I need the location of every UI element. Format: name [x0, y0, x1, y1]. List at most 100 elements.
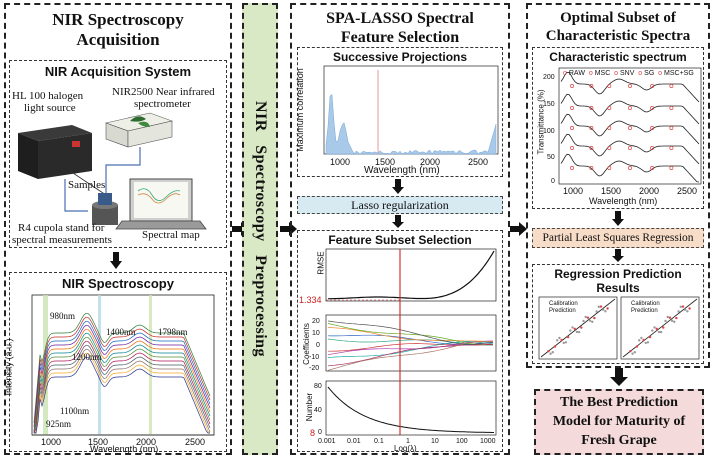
regression-point: [645, 342, 647, 344]
acquisition-system-box: NIR Acquisition System HL 100 halogen li…: [9, 60, 227, 248]
regression-point: [682, 305, 684, 307]
char-marker: [608, 166, 611, 169]
best-model-line-1: The Best Prediction: [536, 393, 702, 412]
regression-point: [558, 337, 560, 339]
down-arrow-1: [110, 252, 122, 270]
nir-xlabel: Wavelength (nm): [90, 443, 158, 455]
down-arrow-4: [612, 211, 624, 227]
regression-point: [585, 316, 587, 318]
char-ytick-50: 50: [547, 152, 555, 164]
best-model-line-2: Model for Maturity of: [536, 412, 702, 431]
optimal-subset-panel: Optimal Subset of Characteristic Spectra…: [526, 3, 710, 368]
log-xlabel: Log(λ): [394, 443, 417, 455]
optimal-title-1: Optimal Subset of: [528, 10, 708, 27]
regression-point: [591, 321, 593, 323]
char-ytick-150: 150: [543, 99, 555, 111]
char-marker: [570, 84, 573, 87]
regression-point: [587, 317, 589, 319]
regression-point: [576, 331, 578, 333]
char-marker: [608, 146, 611, 149]
samples-label: Samples: [68, 179, 105, 191]
regression-point: [636, 345, 638, 347]
regression-point: [660, 331, 662, 333]
characteristic-spectrum-box: Characteristic spectrum o RAW o MSC o SN…: [532, 47, 704, 209]
char-marker: [570, 106, 573, 109]
peak-1200: 1200nm: [72, 351, 102, 363]
char-spectrum-line: [561, 94, 699, 124]
regression-point: [549, 353, 551, 355]
char-marker: [570, 146, 573, 149]
regression-point: [634, 351, 636, 353]
regression-point: [658, 331, 660, 333]
regression-point: [686, 310, 688, 312]
peak-1100: 1100nm: [60, 405, 89, 417]
char-marker: [608, 106, 611, 109]
regression-results-box: Regression Prediction Results Calibratio…: [532, 264, 704, 364]
lasso-box: Lasso regularization: [297, 196, 503, 214]
regression-point: [664, 320, 666, 322]
peak-980: 980nm: [50, 310, 75, 322]
log-xtick-1000: 1000: [480, 436, 496, 448]
regression-point: [656, 328, 658, 330]
preprocessing-label: NIR Spectroscopy Preprocessing: [251, 101, 269, 357]
lasso-plots: [298, 231, 504, 453]
regression-point: [642, 339, 644, 341]
optimal-title-2: Characteristic Spectra: [528, 28, 708, 45]
down-arrow-3: [392, 215, 404, 229]
feature-title-1: SPA-LASSO Spectral: [292, 10, 508, 28]
spa-xlabel: Wavelength (nm): [364, 165, 440, 177]
coef-path: [328, 341, 493, 370]
regression-point: [574, 328, 576, 330]
spa-xtick-1000: 1000: [330, 156, 350, 168]
log-xtick-0001: 0.001: [318, 436, 336, 448]
regression-point: [567, 336, 569, 338]
char-marker: [670, 166, 673, 169]
regression-point: [604, 310, 606, 312]
number-value: 8: [310, 427, 315, 439]
peak-925: 925nm: [46, 418, 71, 430]
spa-ylabel: Maximum correlation: [294, 68, 306, 152]
regression-point: [560, 339, 562, 341]
nir-spectra-plot: [10, 273, 228, 453]
number-tick-40: 40: [314, 405, 322, 417]
char-legend: o RAW o MSC o SNV o SG o MSC+SG: [563, 70, 694, 77]
regression-point: [600, 305, 602, 307]
laptop-spectral-map-icon: [116, 179, 206, 229]
regression-point: [647, 341, 649, 343]
coef-tick-10: 10: [312, 328, 320, 340]
preprocessing-bar: NIR Spectroscopy Preprocessing: [242, 3, 278, 455]
char-marker: [670, 84, 673, 87]
regression-point: [552, 351, 554, 353]
pred-legend-2: Prediction: [631, 305, 658, 317]
feature-subset-box: Feature Subset Selection RMSE 1.334 Coef…: [297, 230, 503, 452]
plsr-box: Partial Least Squares Regression: [532, 228, 704, 248]
halogen-light-source-icon: [18, 125, 92, 179]
coef-tick-m20: -20: [309, 363, 319, 375]
pred-legend-1: Prediction: [549, 305, 576, 317]
char-marker: [628, 146, 631, 149]
coef-path: [328, 344, 493, 365]
regression-point: [671, 320, 673, 322]
char-xlabel: Wavelength (nm): [589, 195, 657, 207]
spectral-map-label: Spectral map: [142, 229, 200, 241]
nir-xtick-1000: 1000: [41, 436, 61, 448]
down-arrow-5: [612, 249, 624, 263]
regression-point: [582, 320, 584, 322]
down-arrow-6: [610, 368, 628, 386]
cupola-label-1: R4 cupola stand for: [18, 222, 104, 234]
char-marker: [570, 166, 573, 169]
regression-point: [606, 307, 608, 309]
coef-tick-0: 0: [316, 340, 320, 352]
acquisition-illustration: [10, 61, 228, 249]
char-spectrum-line: [561, 134, 699, 164]
char-marker: [628, 126, 631, 129]
char-xtick-2500: 2500: [677, 185, 697, 197]
char-xtick-1000: 1000: [563, 185, 583, 197]
regression-point: [651, 329, 653, 331]
log-xtick-01: 0.1: [374, 436, 384, 448]
regression-point: [653, 326, 655, 328]
regression-point: [589, 320, 591, 322]
regression-point: [565, 341, 567, 343]
spa-area-fill: [326, 94, 496, 154]
cupola-stand-icon: [92, 193, 118, 225]
